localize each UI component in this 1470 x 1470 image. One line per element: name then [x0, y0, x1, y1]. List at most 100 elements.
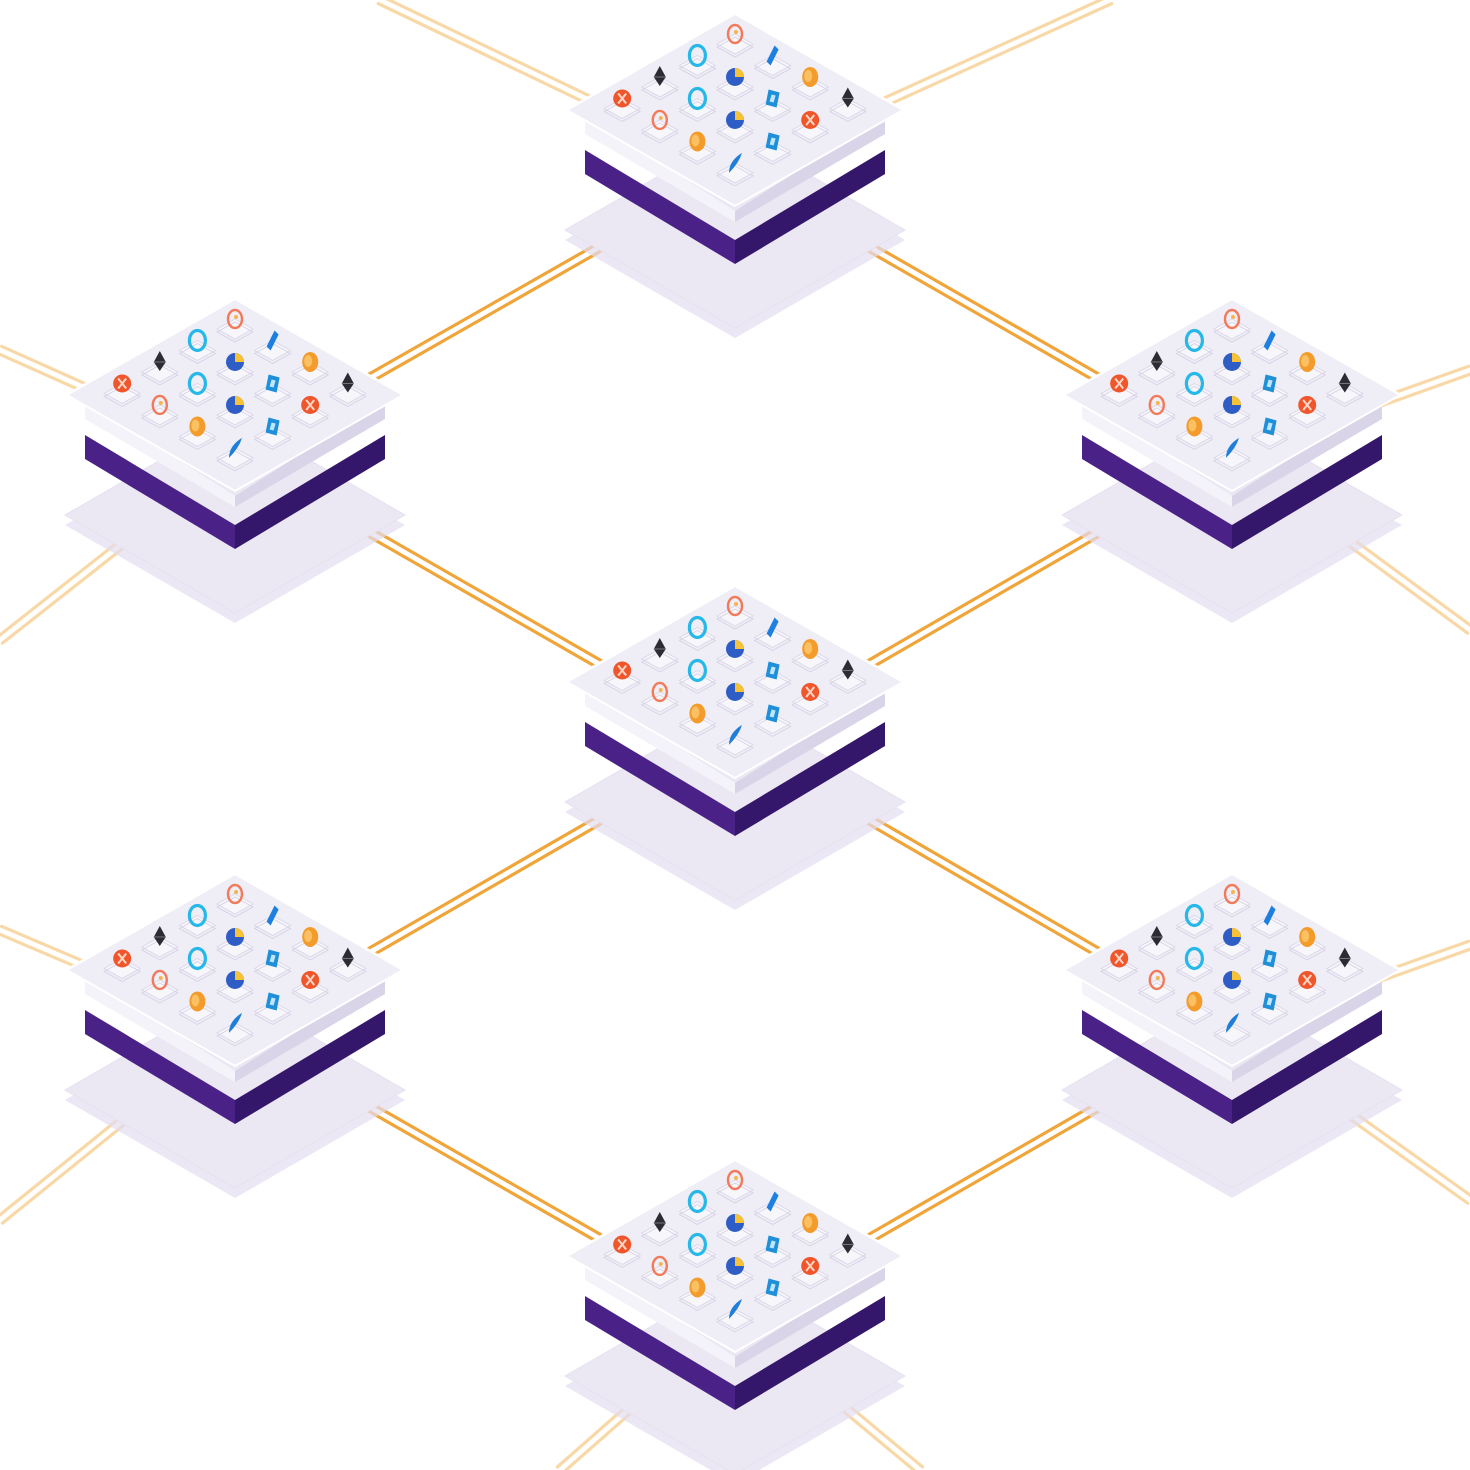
blue-ring-token-icon [1184, 946, 1204, 971]
token-cell [715, 1308, 755, 1330]
token-cell [1212, 936, 1252, 958]
blue-feather-token-icon [229, 437, 242, 458]
pen-token-icon [1223, 308, 1241, 330]
orange-coin-icon [802, 66, 819, 87]
token-cell [253, 914, 292, 937]
pen-token-icon [1148, 394, 1165, 416]
token-cell [1250, 425, 1289, 448]
node-band [585, 1296, 735, 1410]
black-pin-token-icon [341, 947, 354, 968]
token-cell [715, 119, 755, 141]
token-cell [215, 361, 255, 383]
red-hash-token-icon [613, 661, 632, 680]
orange-coin-icon [1186, 991, 1203, 1012]
blue-yellow-disc-icon [1223, 352, 1241, 371]
node-band [1082, 1010, 1232, 1124]
red-hash-token-icon [801, 1256, 820, 1275]
chainlink-token-icon [266, 905, 279, 926]
blue-ring-token-icon [687, 86, 707, 111]
blue-ring-token-icon [1184, 328, 1204, 353]
pen-token-icon [651, 1255, 668, 1277]
blue-feather-token-icon [729, 1298, 742, 1319]
nodes-layer [63, 12, 1404, 1470]
orange-coin-icon [802, 638, 819, 659]
node-bottom [563, 1158, 907, 1470]
red-hash-token-icon [301, 970, 320, 989]
chainlink-token-icon [766, 45, 779, 66]
node-upper-right [1060, 297, 1404, 623]
token-cell [140, 361, 179, 383]
blue-crystal-token-icon [765, 704, 780, 723]
token-cell [291, 404, 330, 426]
pen-token-icon [226, 308, 244, 330]
token-cell [1250, 339, 1289, 362]
red-hash-token-icon [1298, 970, 1317, 989]
pen-token-icon [1148, 969, 1165, 991]
node-band [85, 435, 235, 549]
pen-token-icon [651, 681, 668, 703]
black-pin-token-icon [1150, 925, 1163, 946]
blue-ring-token-icon [687, 658, 707, 683]
token-cell [1325, 382, 1364, 405]
blue-ring-token-icon [1184, 903, 1204, 928]
token-cell [753, 626, 792, 649]
blue-yellow-disc-icon [726, 110, 744, 129]
red-hash-token-icon [801, 682, 820, 701]
black-pin-token-icon [653, 637, 666, 658]
red-hash-token-icon [801, 110, 820, 129]
red-hash-token-icon [1298, 395, 1317, 414]
token-cell [1212, 1022, 1252, 1044]
red-hash-token-icon [613, 1235, 632, 1254]
token-grid [1100, 308, 1364, 472]
token-cell [1250, 1000, 1289, 1023]
token-cell [753, 1286, 792, 1309]
black-pin-token-icon [153, 350, 166, 371]
token-cell [640, 1222, 679, 1244]
black-pin-token-icon [1338, 372, 1351, 393]
blue-ring-token-icon [687, 615, 707, 640]
blue-crystal-token-icon [1262, 992, 1277, 1011]
token-cell [753, 669, 792, 692]
blue-crystal-token-icon [265, 417, 280, 436]
token-cell [828, 669, 867, 692]
blue-yellow-disc-icon [726, 682, 744, 701]
node-band [585, 722, 735, 836]
token-cell [328, 957, 367, 980]
token-cell [753, 1243, 792, 1266]
blue-crystal-token-icon [1262, 374, 1277, 393]
node-band [1082, 435, 1232, 549]
token-cell [753, 712, 792, 735]
blue-yellow-disc-icon [226, 395, 244, 414]
node-band [585, 150, 735, 264]
blue-feather-token-icon [1226, 1012, 1239, 1033]
node-lower-left [63, 872, 407, 1198]
token-grid [103, 308, 367, 472]
blue-yellow-disc-icon [226, 927, 244, 946]
token-cell [215, 1022, 255, 1044]
blue-ring-token-icon [187, 328, 207, 353]
blue-ring-token-icon [187, 903, 207, 928]
token-cell [603, 97, 642, 120]
blue-yellow-disc-icon [1223, 970, 1241, 989]
orange-coin-icon [689, 703, 706, 724]
token-cell [291, 979, 330, 1001]
chainlink-token-icon [766, 1191, 779, 1212]
token-cell [253, 957, 292, 980]
token-cell [715, 734, 755, 756]
blue-feather-token-icon [229, 1012, 242, 1033]
orange-coin-icon [1299, 926, 1316, 947]
blue-ring-token-icon [187, 946, 207, 971]
orange-coin-icon [689, 1277, 706, 1298]
token-cell [1288, 979, 1327, 1001]
blue-yellow-disc-icon [726, 639, 744, 658]
black-pin-token-icon [653, 1211, 666, 1232]
blue-yellow-disc-icon [726, 67, 744, 86]
blue-crystal-token-icon [265, 992, 280, 1011]
token-cell [215, 979, 255, 1001]
token-cell [603, 1243, 642, 1266]
blue-crystal-token-icon [765, 132, 780, 151]
black-pin-token-icon [1150, 350, 1163, 371]
token-cell [1250, 914, 1289, 937]
red-hash-token-icon [113, 374, 132, 393]
